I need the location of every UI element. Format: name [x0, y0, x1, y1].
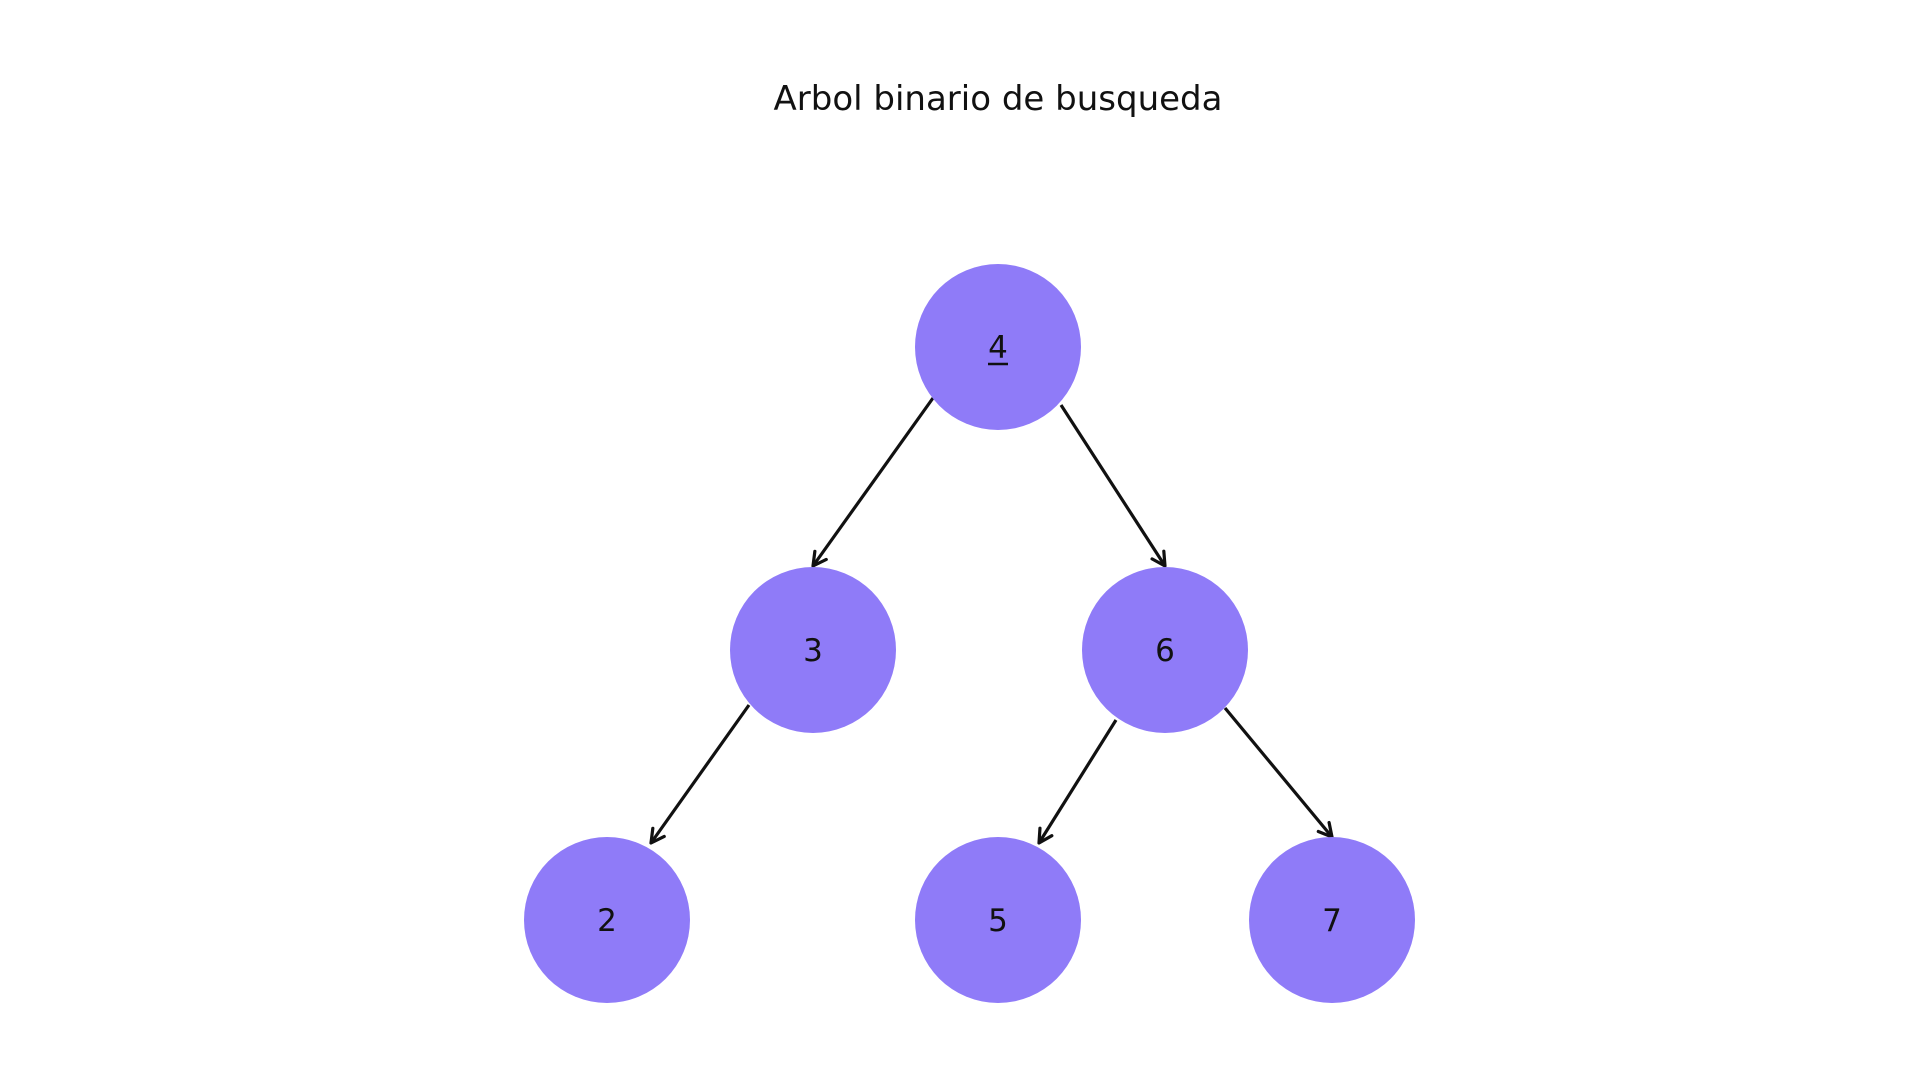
node-circle: [524, 837, 690, 1003]
edge-4-to-3: [811, 397, 935, 568]
node-circle: [1082, 567, 1248, 733]
edge-3-to-2: [649, 704, 751, 845]
edge-line: [649, 704, 751, 844]
node-circle: [1249, 837, 1415, 1003]
arrow-head-icon: [1150, 549, 1167, 568]
tree-node-6: 6: [1082, 567, 1248, 733]
edge-6-to-5: [1037, 719, 1118, 845]
arrow-head-icon: [1037, 826, 1054, 845]
node-label: 3: [803, 633, 823, 669]
tree-node-5: 5: [915, 837, 1081, 1003]
edge-line: [1059, 404, 1167, 567]
node-circle: [915, 264, 1081, 430]
diagram-title: Arbol binario de busqueda: [774, 79, 1223, 119]
tree-node-4: 4: [915, 264, 1081, 430]
edge-6-to-7: [1223, 706, 1334, 839]
edge-4-to-6: [1059, 404, 1167, 568]
tree-node-3: 3: [730, 567, 896, 733]
node-label: 6: [1155, 633, 1175, 669]
edge-line: [1037, 719, 1118, 844]
tree-node-7: 7: [1249, 837, 1415, 1003]
node-label: 7: [1322, 903, 1342, 939]
node-circle: [915, 837, 1081, 1003]
node-label: 2: [597, 903, 617, 939]
arrow-head-icon: [649, 826, 666, 845]
edge-line: [811, 397, 935, 567]
node-circle: [730, 567, 896, 733]
node-label: 4: [988, 330, 1008, 366]
node-label: 5: [988, 903, 1008, 939]
arrow-head-icon: [811, 549, 828, 568]
edge-line: [1223, 706, 1334, 839]
tree-node-2: 2: [524, 837, 690, 1003]
edges-layer: [649, 397, 1334, 845]
nodes-layer: 4 3 6 2 5 7: [524, 264, 1415, 1003]
